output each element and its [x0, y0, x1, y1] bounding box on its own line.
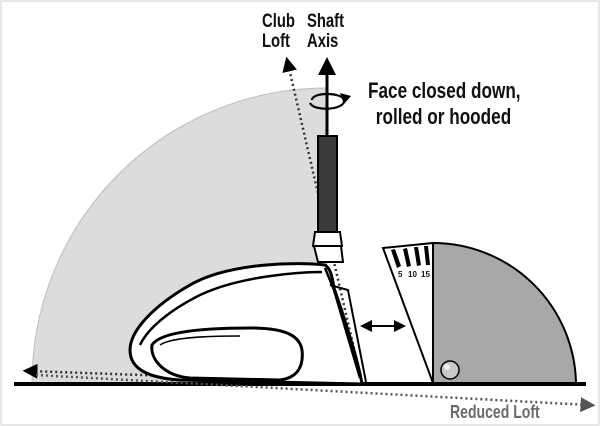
tick-label-15: 15	[421, 270, 430, 279]
protractor-wedge	[381, 241, 434, 384]
face-closed-note: Face closed down, rolled or hooded	[368, 78, 521, 129]
reduced-loft-line	[35, 373, 596, 413]
protractor-ticks	[391, 246, 430, 268]
tick-label-5: 5	[398, 270, 403, 279]
tick-label-10: 10	[408, 270, 417, 279]
club-grip	[317, 135, 338, 233]
club-sole	[150, 326, 304, 382]
club-hosel	[311, 231, 344, 247]
screw-icon	[440, 360, 460, 380]
shaft-axis-label: Shaft Axis	[307, 11, 345, 52]
club-loft-label: Club Loft	[262, 11, 295, 52]
rotation-arrow-icon	[308, 92, 351, 110]
reduced-loft-label: Reduced Loft	[450, 402, 540, 422]
protractor-quadrant	[432, 241, 578, 384]
